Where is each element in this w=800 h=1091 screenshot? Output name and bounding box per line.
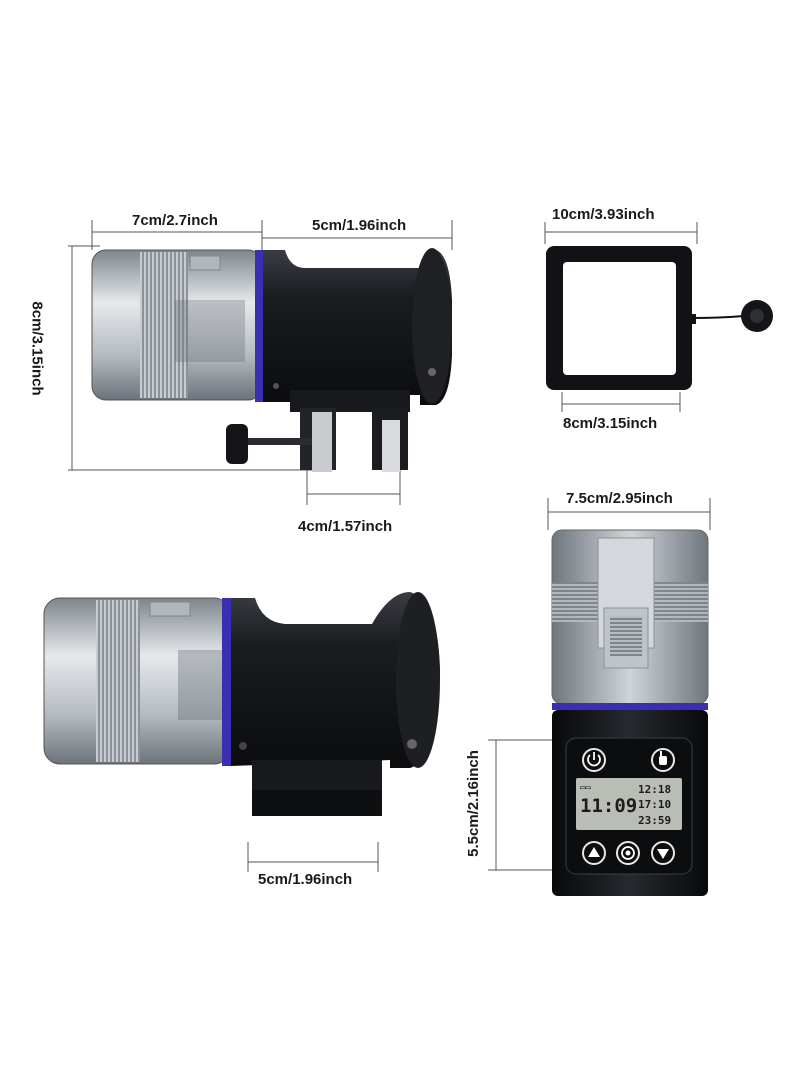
- lcd-battery: ▭▭: [580, 783, 591, 793]
- label-side-top-right-width: 5cm/1.96inch: [312, 217, 407, 234]
- label-side-height: 8cm/3.15inch: [28, 301, 46, 396]
- front-view: [488, 498, 711, 896]
- label-bottom-body-width: 5cm/1.96inch: [258, 871, 353, 888]
- label-ring-inner: 8cm/3.15inch: [563, 415, 658, 432]
- label-side-top-left-width: 7cm/2.7inch: [132, 212, 218, 229]
- side-view-bottom: [43, 592, 440, 872]
- down-arrow-icon[interactable]: [657, 849, 669, 859]
- lcd-time-1: 12:18: [638, 783, 671, 796]
- settings-gear-icon[interactable]: [621, 846, 635, 860]
- label-clamp-width: 4cm/1.57inch: [298, 518, 393, 535]
- label-front-panel-height: 5.5cm/2.16inch: [464, 750, 482, 857]
- power-icon[interactable]: [587, 752, 601, 767]
- hand-icon[interactable]: [659, 751, 667, 765]
- label-front-width: 7.5cm/2.95inch: [566, 490, 673, 507]
- lcd-main-time: 11:09: [580, 795, 637, 817]
- lcd-time-3: 23:59: [638, 814, 671, 827]
- up-arrow-icon[interactable]: [588, 847, 600, 857]
- label-ring-outer: 10cm/3.93inch: [552, 206, 655, 223]
- side-view-top: [68, 220, 453, 505]
- feeding-ring: [544, 222, 773, 412]
- lcd-time-2: 17:10: [638, 798, 671, 811]
